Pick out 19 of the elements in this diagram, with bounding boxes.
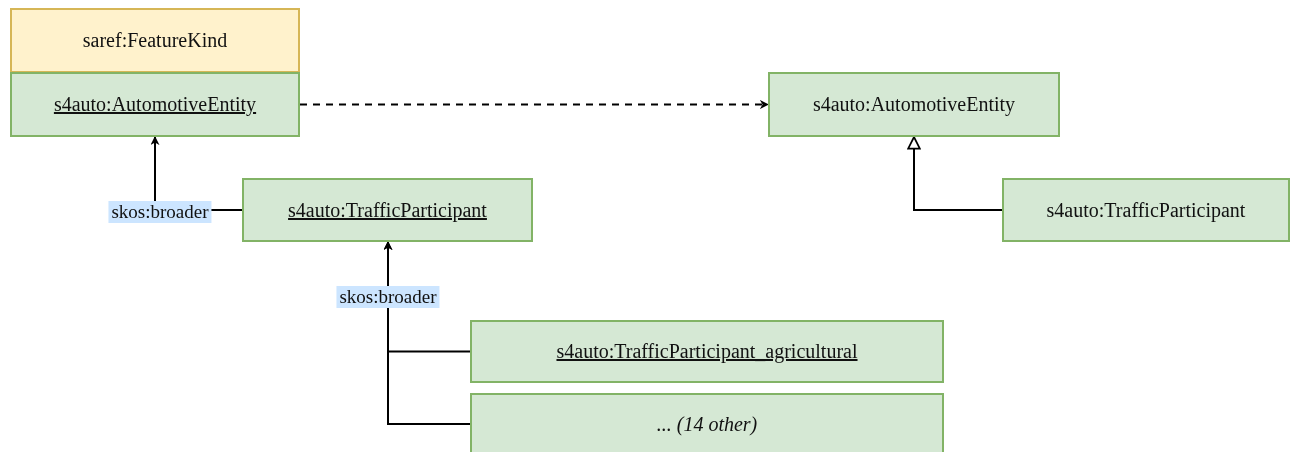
class-box (10, 8, 300, 73)
class-name: s4auto:TrafficParticipant (1046, 198, 1246, 222)
class-box (470, 393, 944, 452)
class-box (10, 72, 300, 137)
class-name: s4auto:TrafficParticipant (288, 198, 487, 222)
arrow (383, 241, 471, 425)
edge-label: skos:broader (336, 286, 440, 308)
class-name: saref:FeatureKind (82, 29, 228, 52)
class-name: s4auto:AutomotiveEntity (812, 93, 1016, 116)
class-name: s4auto:AutomotiveEntity (53, 93, 257, 116)
edge-label: skos:broader (108, 201, 212, 223)
class-name: ... (14 other) (656, 412, 758, 436)
class-box (242, 178, 533, 242)
class-name: s4auto:TrafficParticipant_agricultural (556, 340, 858, 363)
class-box (768, 72, 1060, 137)
class-box (470, 320, 944, 383)
dashed-arrow (299, 100, 769, 109)
class-box (1002, 178, 1290, 242)
arrow (907, 136, 1003, 211)
